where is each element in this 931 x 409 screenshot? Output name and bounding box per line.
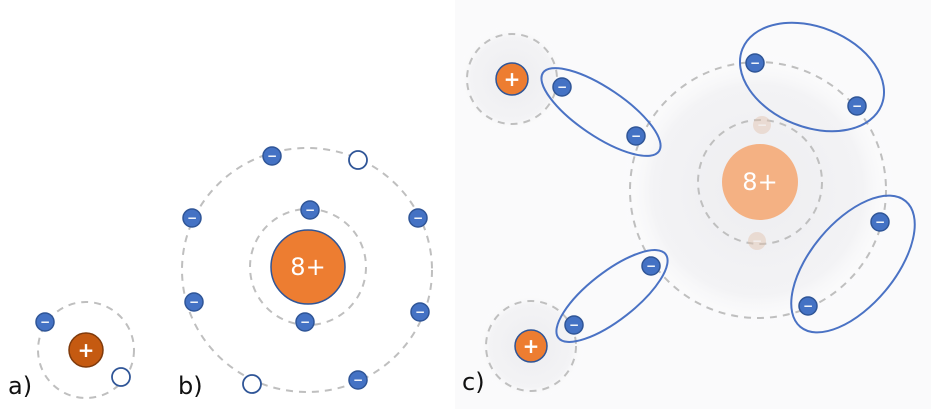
panel-b-oxygen-atom: 8+ − − − − − − − − b)	[178, 146, 433, 400]
inner-orbit	[697, 119, 823, 245]
faded-electron: −	[753, 116, 771, 134]
hydrogen-nucleus	[514, 329, 548, 363]
nucleus-charge: +	[523, 334, 540, 358]
svg-text:−: −	[557, 80, 567, 94]
svg-text:−: −	[187, 211, 197, 225]
panel-a-hydrogen-atom: + − a)	[8, 301, 135, 400]
svg-text:−: −	[569, 318, 579, 332]
svg-text:−: −	[631, 129, 641, 143]
svg-text:−: −	[803, 299, 813, 313]
hydrogen-orbit	[485, 300, 577, 392]
electron: −	[847, 96, 867, 116]
svg-text:−: −	[875, 215, 885, 229]
electron: −	[870, 212, 890, 232]
electron-pair-outline	[790, 194, 916, 334]
svg-text:−: −	[852, 99, 862, 113]
svg-text:−: −	[40, 315, 50, 329]
electron: −	[641, 256, 661, 276]
electron: −	[295, 312, 315, 332]
oxygen-nucleus	[270, 229, 346, 305]
outer-orbit	[181, 147, 433, 393]
svg-text:−: −	[413, 211, 423, 225]
electron: −	[35, 312, 55, 332]
svg-text:−: −	[300, 315, 310, 329]
nucleus-charge: 8+	[290, 253, 325, 281]
electron: −	[408, 208, 428, 228]
electron: −	[626, 126, 646, 146]
electron: −	[348, 370, 368, 390]
electron: −	[182, 208, 202, 228]
electron: −	[798, 296, 818, 316]
panel-c-water-molecule: 8+ − − + + − − − − − − − − c)	[455, 0, 931, 409]
panel-label-a: a)	[8, 372, 32, 400]
electron-hole	[111, 367, 131, 387]
electron-hole	[242, 374, 262, 394]
svg-text:−: −	[750, 56, 760, 70]
hydrogen-nucleus	[68, 332, 104, 368]
electron: −	[262, 146, 282, 166]
electron: −	[410, 302, 430, 322]
nucleus-charge: 8+	[742, 168, 777, 196]
electron-pair-outline	[738, 21, 886, 133]
nucleus-charge: +	[504, 67, 521, 91]
hydrogen-nucleus	[495, 62, 529, 96]
electron-pair-outline	[555, 249, 669, 343]
svg-text:−: −	[189, 295, 199, 309]
svg-text:−: −	[646, 259, 656, 273]
svg-text:−: −	[353, 373, 363, 387]
electron: −	[745, 53, 765, 73]
electron-hole	[348, 150, 368, 170]
svg-text:−: −	[415, 305, 425, 319]
electron-pair-outline	[540, 67, 662, 157]
nucleus-charge: +	[78, 338, 95, 362]
oxygen-nucleus	[722, 144, 798, 220]
svg-text:−: −	[757, 118, 767, 132]
orbit	[37, 301, 135, 399]
svg-text:−: −	[267, 149, 277, 163]
electron: −	[564, 315, 584, 335]
svg-text:−: −	[752, 234, 762, 248]
electron: −	[184, 292, 204, 312]
inner-orbit	[249, 208, 367, 326]
electron: −	[552, 77, 572, 97]
faded-electron: −	[748, 232, 766, 250]
panel-label-b: b)	[178, 372, 203, 400]
svg-text:−: −	[305, 203, 315, 217]
electron: −	[300, 200, 320, 220]
panel-label-c: c)	[462, 368, 485, 396]
